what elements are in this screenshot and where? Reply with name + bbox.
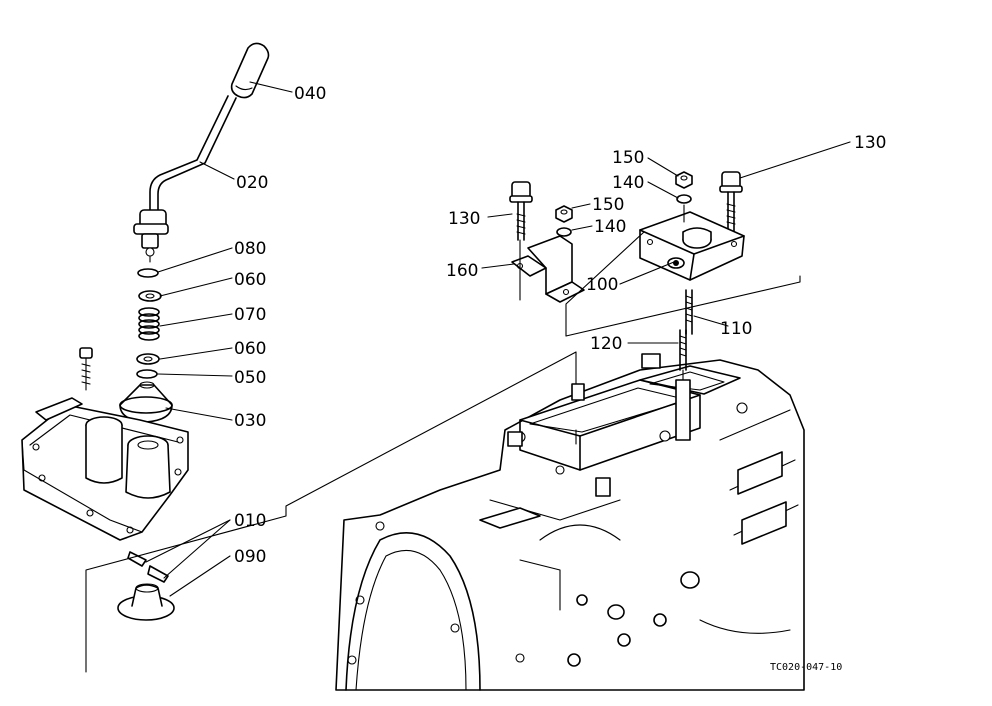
washer-060-lower (136, 353, 160, 365)
washer-140-left (556, 227, 572, 237)
label-060-lower: 060 (234, 339, 266, 359)
nut-150-right (675, 171, 693, 189)
boot-090 (117, 583, 175, 621)
label-150-right: 150 (612, 148, 644, 168)
transmission-case (335, 353, 805, 691)
label-140-right: 140 (612, 173, 644, 193)
shift-lever-knob (230, 42, 270, 99)
label-130-right: 130 (854, 133, 886, 153)
label-090: 090 (234, 547, 266, 567)
dust-boot-030 (119, 381, 173, 423)
label-010: 010 (234, 511, 266, 531)
label-020: 020 (236, 173, 268, 193)
pins-010 (127, 551, 169, 583)
label-050: 050 (234, 368, 266, 388)
bolt-130-right (719, 171, 743, 233)
label-080: 080 (234, 239, 266, 259)
label-150-left: 150 (592, 195, 624, 215)
shift-lever-lower-end (133, 209, 169, 263)
snap-ring-080 (137, 268, 159, 278)
label-160: 160 (446, 261, 478, 281)
top-cover-bracket-2 (565, 229, 645, 337)
label-040: 040 (294, 84, 326, 104)
stud-110 (685, 289, 693, 335)
cover-stopper-bracket (35, 347, 93, 421)
label-130-left: 130 (448, 209, 480, 229)
bolt-130-left (509, 181, 533, 241)
shift-lever-rod (149, 95, 237, 213)
shift-lever-cover (21, 404, 189, 541)
nut-150-left (555, 205, 573, 223)
top-cover-bracket-3 (565, 275, 801, 337)
figure-code: TC020-047-10 (770, 662, 842, 673)
stud-120 (679, 329, 687, 371)
label-070: 070 (234, 305, 266, 325)
bracket-160 (511, 235, 585, 303)
o-ring-050 (136, 369, 158, 379)
label-100: 100 (586, 275, 618, 295)
label-140-left: 140 (594, 217, 626, 237)
washer-140-right (676, 194, 692, 204)
left-assembly-bracket (85, 351, 577, 673)
top-cover-100 (639, 211, 745, 281)
label-110: 110 (720, 319, 752, 339)
label-060-upper: 060 (234, 270, 266, 290)
spring-070 (138, 307, 160, 341)
washer-060-upper (138, 290, 162, 302)
leader-lines (145, 81, 851, 597)
label-120: 120 (590, 334, 622, 354)
label-030: 030 (234, 411, 266, 431)
